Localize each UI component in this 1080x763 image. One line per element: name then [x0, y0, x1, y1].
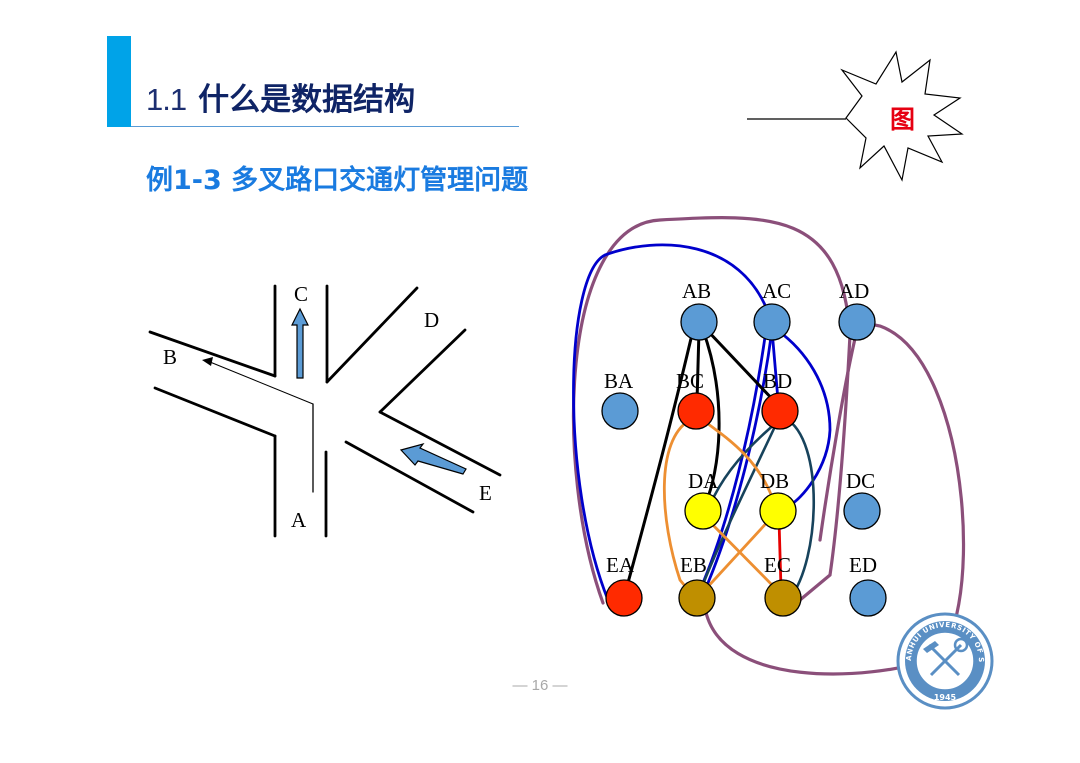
- edge-ac-eb-1: [703, 328, 774, 592]
- edge-bc-eb: [662, 418, 692, 594]
- example-subtitle: 例1-3 多叉路口交通灯管理问题: [146, 165, 529, 196]
- graph-node-dc: [843, 492, 881, 530]
- edge-ab-bd: [703, 326, 778, 405]
- edge-db-ec: [777, 518, 783, 590]
- university-seal-logo: ANHUI UNIVERSITY OF SCIENCE & TECHNOLOGY…: [895, 611, 994, 710]
- edge-ea-ac-loop: [572, 243, 770, 602]
- graph-node-label-ac: AC: [762, 279, 791, 303]
- graph-node-ed: [849, 579, 887, 617]
- graph-node-db: [759, 492, 797, 530]
- road-d-upper-edge: [325, 286, 419, 384]
- callout-label: 图: [890, 105, 915, 134]
- graph-node-label-db: DB: [760, 469, 789, 493]
- graph-node-ea: [605, 579, 643, 617]
- road-label-c: C: [294, 282, 308, 306]
- graph-node-label-dc: DC: [846, 469, 875, 493]
- edge-da-ec: [703, 515, 779, 592]
- road-label-e: E: [479, 481, 492, 505]
- edge-bd-ec: [783, 416, 815, 600]
- graph-node-ba: [601, 392, 639, 430]
- road-label-b: B: [163, 345, 177, 369]
- edge-ad-dc-link: [818, 328, 859, 542]
- graph-node-label-ea: EA: [606, 553, 635, 577]
- page-number: — 16 —: [512, 677, 568, 694]
- edge-ac-bd: [770, 328, 780, 402]
- road-b-lower-edge: [153, 386, 277, 438]
- edge-ac-eb-2: [698, 328, 768, 592]
- edge-db-eb: [701, 515, 774, 594]
- intersection-diagram: A B C D E: [148, 282, 502, 538]
- edge-ab-bc: [695, 328, 701, 404]
- graph-node-label-eb: EB: [680, 553, 707, 577]
- edge-bc-db: [698, 416, 777, 507]
- graph-node-label-ec: EC: [764, 553, 791, 577]
- edge-ab-ea: [624, 328, 695, 592]
- graph-node-ac: [753, 303, 791, 341]
- road-e-upper-edge: [378, 410, 502, 477]
- road-b-upper-edge: [148, 330, 277, 378]
- graph-node-ec: [764, 579, 802, 617]
- graph-node-eb: [678, 579, 716, 617]
- turn-path-b: [209, 361, 314, 405]
- road-e-lower-edge: [344, 440, 475, 514]
- graph-nodes: AB AC AD BA BC BD DA DB DC EA EB EC ED: [601, 279, 887, 617]
- graph-node-label-bc: BC: [676, 369, 704, 393]
- graph-node-label-ba: BA: [604, 369, 634, 393]
- title-accent-bar: [107, 36, 131, 127]
- road-d-lower-edge: [378, 328, 467, 414]
- graph-node-bd: [761, 392, 799, 430]
- arrow-north-icon: [291, 307, 309, 379]
- seal-year: 1945: [934, 693, 957, 702]
- edge-ac-db-curve: [775, 328, 832, 507]
- page-title: 1.1 什么是数据结构: [146, 74, 415, 124]
- burst-shape: [840, 50, 964, 182]
- figure-callout: 图: [747, 50, 964, 182]
- graph-node-label-da: DA: [688, 469, 719, 493]
- title-underline: [131, 126, 519, 127]
- graph-node-ad: [838, 303, 876, 341]
- edge-bd-eb: [698, 418, 780, 594]
- graph-node-da: [684, 492, 722, 530]
- graph-node-ab: [680, 303, 718, 341]
- graph-node-label-ed: ED: [849, 553, 877, 577]
- section-number: 1.1: [146, 82, 187, 117]
- road-label-d: D: [424, 308, 439, 332]
- road-label-a: A: [291, 508, 307, 532]
- graph-node-bc: [677, 392, 715, 430]
- arrow-northwest-icon: [399, 442, 467, 475]
- turn-path-arrowhead: [202, 357, 213, 366]
- graph-node-label-ad: AD: [839, 279, 869, 303]
- section-title: 什么是数据结构: [198, 82, 416, 118]
- graph-node-label-bd: BD: [763, 369, 792, 393]
- graph-node-label-ab: AB: [682, 279, 711, 303]
